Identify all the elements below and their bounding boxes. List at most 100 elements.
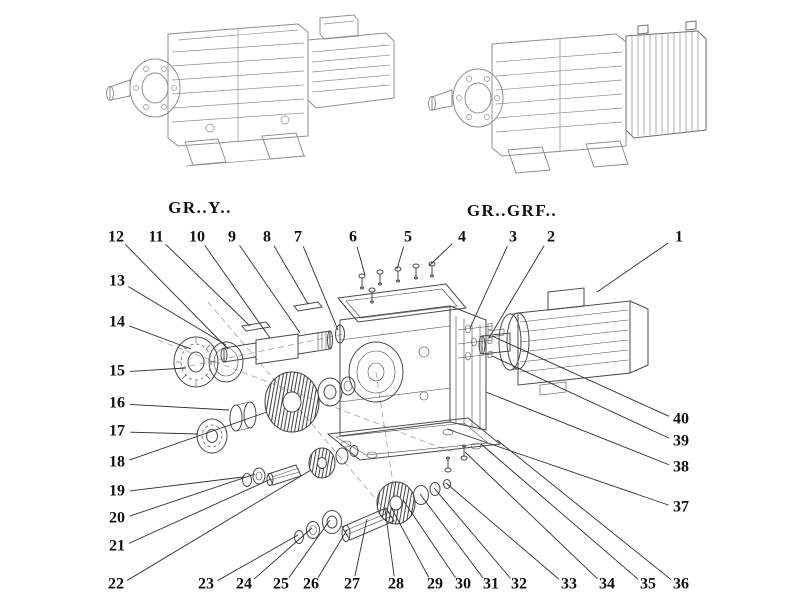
gearmotor-photo-left xyxy=(106,14,395,167)
retaining-rings-mid xyxy=(335,445,359,465)
part-number-4: 4 xyxy=(458,229,466,246)
top-cover xyxy=(337,283,467,323)
leader-line-11 xyxy=(165,243,251,327)
part-number-8: 8 xyxy=(263,229,271,246)
part-number-38: 38 xyxy=(673,459,689,476)
motor-shaft xyxy=(478,328,511,355)
part-number-27: 27 xyxy=(344,576,360,593)
part-number-6: 6 xyxy=(349,229,357,246)
pinion-shaft xyxy=(266,464,302,486)
part-number-30: 30 xyxy=(455,576,471,593)
part-number-14: 14 xyxy=(109,314,125,331)
leader-line-3 xyxy=(469,245,508,329)
leader-line-32 xyxy=(433,487,511,579)
output-gear xyxy=(376,481,416,525)
part-number-26: 26 xyxy=(303,576,319,593)
part-number-31: 31 xyxy=(483,576,499,593)
washers-small xyxy=(242,467,266,487)
gearmotor-photo-right xyxy=(428,20,707,174)
leader-line-23 xyxy=(217,534,299,582)
part-number-7: 7 xyxy=(294,229,302,246)
part-number-1: 1 xyxy=(675,229,683,246)
leader-line-33 xyxy=(445,482,560,580)
part-number-24: 24 xyxy=(236,576,252,593)
part-number-37: 37 xyxy=(673,499,689,516)
leader-line-2 xyxy=(488,245,545,339)
leader-line-37 xyxy=(446,428,669,506)
leader-line-1 xyxy=(596,242,669,293)
part-number-5: 5 xyxy=(404,229,412,246)
leader-line-24 xyxy=(253,527,313,580)
part-number-40: 40 xyxy=(673,411,689,428)
oil-seal xyxy=(208,341,244,383)
part-number-19: 19 xyxy=(109,483,125,500)
part-number-10: 10 xyxy=(189,229,205,246)
leader-line-9 xyxy=(239,245,301,334)
bearing-a xyxy=(173,336,219,388)
part-number-11: 11 xyxy=(148,229,163,246)
leader-line-22 xyxy=(126,469,312,581)
leader-line-10 xyxy=(204,245,271,339)
part-number-17: 17 xyxy=(109,423,125,440)
motor xyxy=(498,287,649,396)
part-number-2: 2 xyxy=(547,229,555,246)
part-number-9: 9 xyxy=(228,229,236,246)
part-number-39: 39 xyxy=(673,433,689,450)
model-label-right: GR..GRF.. xyxy=(467,201,557,220)
leader-line-31 xyxy=(419,493,484,579)
flange-studs xyxy=(457,323,493,361)
leader-line-29 xyxy=(390,506,430,578)
leader-line-21 xyxy=(128,478,272,544)
part-number-3: 3 xyxy=(509,229,517,246)
part-number-12: 12 xyxy=(108,229,124,246)
leader-line-20 xyxy=(129,473,256,517)
leader-line-25 xyxy=(288,519,331,579)
leader-line-27 xyxy=(354,518,368,577)
part-number-20: 20 xyxy=(109,510,125,527)
leader-line-19 xyxy=(129,476,244,492)
part-number-16: 16 xyxy=(109,395,125,412)
leader-line-4 xyxy=(428,243,453,267)
bearing-b xyxy=(196,418,228,454)
leader-line-30 xyxy=(402,499,456,578)
leader-line-28 xyxy=(384,508,395,577)
leader-line-8 xyxy=(273,245,309,305)
leader-line-12 xyxy=(124,244,229,350)
leader-line-14 xyxy=(129,325,192,350)
leader-line-35 xyxy=(480,443,639,580)
leader-line-13 xyxy=(128,286,227,346)
large-gear xyxy=(264,371,320,433)
leader-line-38 xyxy=(485,391,670,466)
output-bearing xyxy=(322,510,342,534)
exploded-view xyxy=(157,261,649,544)
part-number-18: 18 xyxy=(109,454,125,471)
leader-line-6 xyxy=(356,246,366,276)
leader-line-16 xyxy=(129,404,230,411)
part-number-36: 36 xyxy=(673,576,689,593)
part-number-29: 29 xyxy=(427,576,443,593)
part-number-32: 32 xyxy=(511,576,527,593)
bearing-c xyxy=(317,377,343,407)
part-number-28: 28 xyxy=(388,576,404,593)
leader-line-18 xyxy=(129,411,268,461)
part-number-35: 35 xyxy=(640,576,656,593)
shaft-keys xyxy=(241,301,323,332)
leader-line-34 xyxy=(464,451,598,580)
part-number-22: 22 xyxy=(108,576,124,593)
leader-line-26 xyxy=(317,529,348,578)
retaining-ring xyxy=(340,376,356,396)
spacer-sleeve xyxy=(229,401,257,432)
leader-line-5 xyxy=(396,246,405,270)
part-number-25: 25 xyxy=(273,576,289,593)
gear-housing xyxy=(339,305,487,437)
fan-cover-block xyxy=(625,20,707,139)
part-number-21: 21 xyxy=(109,538,125,555)
leader-line-7 xyxy=(302,246,339,331)
leader-line-17 xyxy=(129,431,199,435)
part-number-13: 13 xyxy=(109,273,125,290)
output-rings xyxy=(413,479,451,505)
leader-line-39 xyxy=(491,355,670,439)
